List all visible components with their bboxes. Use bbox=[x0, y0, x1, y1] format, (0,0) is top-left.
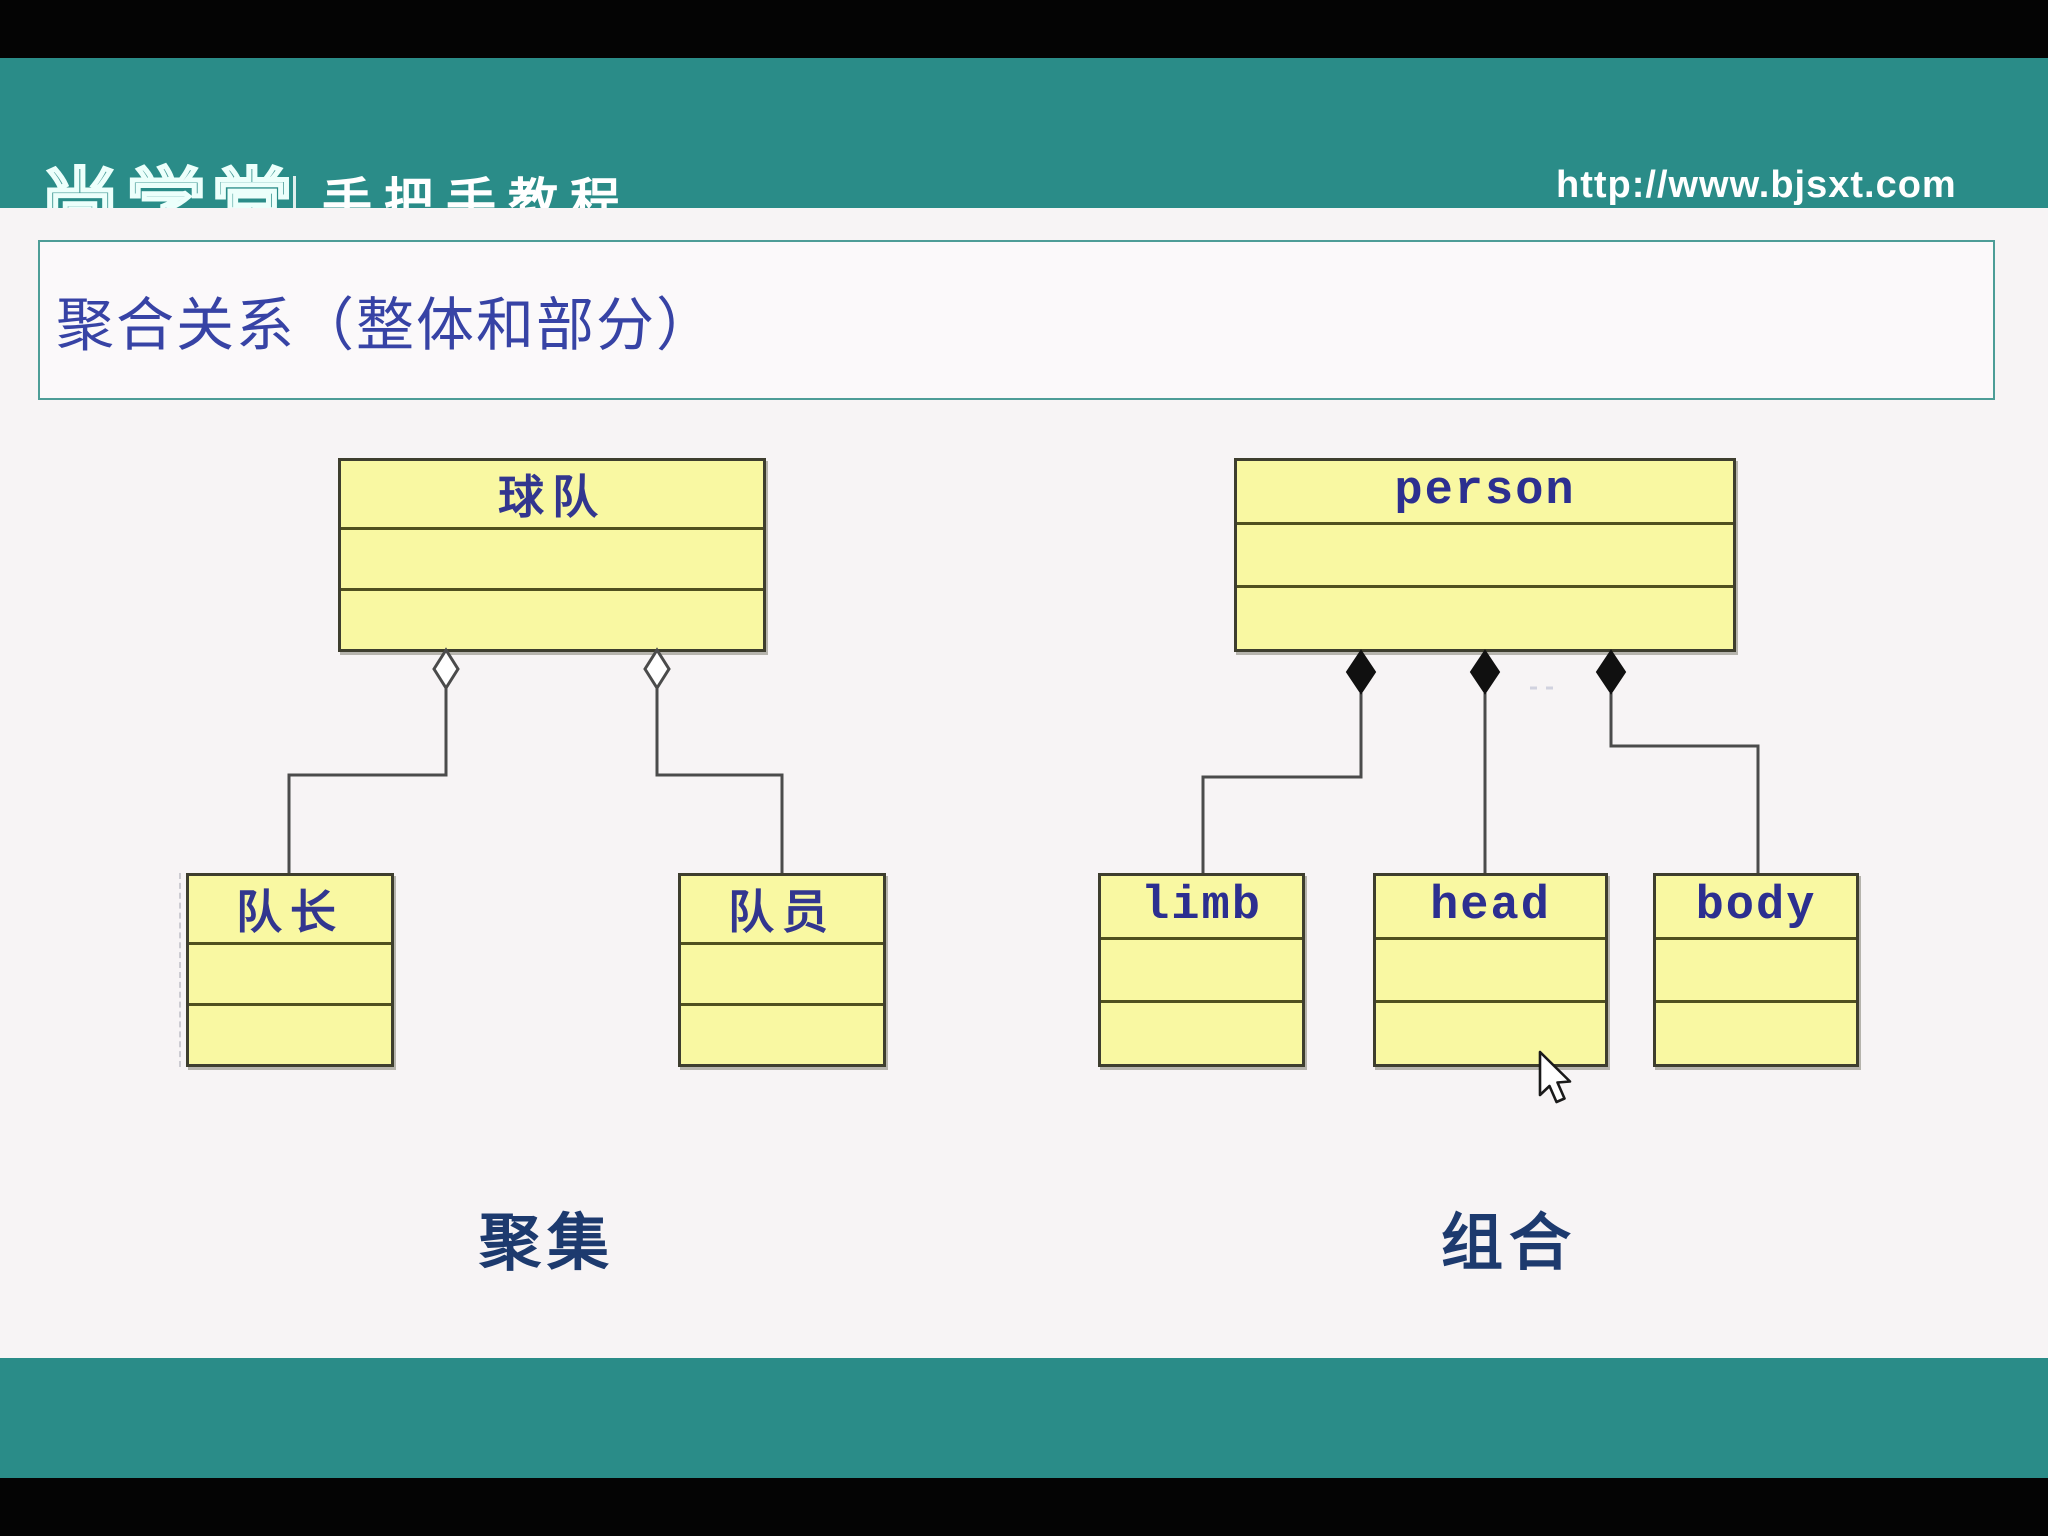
selection-artifact bbox=[179, 873, 181, 1067]
header-separator bbox=[293, 176, 296, 230]
attributes-compartment bbox=[189, 942, 391, 1003]
operations-compartment bbox=[681, 1003, 883, 1064]
operations-compartment bbox=[341, 588, 763, 649]
class-name-limb: limb bbox=[1141, 879, 1262, 933]
aggregation-caption: 聚集 bbox=[479, 1206, 616, 1279]
operations-compartment bbox=[1237, 585, 1733, 649]
operations-compartment bbox=[189, 1003, 391, 1064]
site-url-text: http://www.bjsxt.com bbox=[1556, 164, 1957, 206]
class-box-person: person bbox=[1234, 458, 1736, 652]
attributes-compartment bbox=[341, 527, 763, 588]
class-name-member: 队员 bbox=[728, 885, 836, 939]
class-box-team: 球队 bbox=[338, 458, 766, 652]
class-name-head: head bbox=[1430, 879, 1551, 933]
class-name-person: person bbox=[1394, 464, 1576, 518]
operations-compartment bbox=[1101, 1000, 1302, 1064]
class-box-limb: limb bbox=[1098, 873, 1305, 1067]
composition-caption: 组合 bbox=[1441, 1206, 1578, 1279]
attributes-compartment bbox=[681, 942, 883, 1003]
attributes-compartment bbox=[1376, 936, 1605, 1001]
class-name-captain: 队长 bbox=[236, 885, 344, 939]
class-name-team: 球队 bbox=[498, 470, 606, 524]
letterbox-top bbox=[0, 0, 2048, 58]
class-box-member: 队员 bbox=[678, 873, 886, 1067]
header-band: 尚学堂 手把手教程 http://www.bjsxt.com bbox=[0, 58, 2048, 254]
operations-compartment bbox=[1376, 1000, 1605, 1064]
letterbox-bottom bbox=[0, 1478, 2048, 1536]
attributes-compartment bbox=[1101, 936, 1302, 1001]
class-box-head: head bbox=[1373, 873, 1608, 1067]
slide-title: 聚合关系（整体和部分） bbox=[56, 291, 717, 359]
slide-title-box bbox=[38, 240, 1995, 400]
class-box-captain: 队长 bbox=[186, 873, 394, 1067]
attributes-compartment bbox=[1656, 936, 1856, 1001]
operations-compartment bbox=[1656, 1000, 1856, 1064]
footer-band: 版权所有： 尚学堂科技 bbox=[0, 1358, 2048, 1478]
class-box-body: body bbox=[1653, 873, 1859, 1067]
class-name-body: body bbox=[1695, 879, 1817, 933]
attributes-compartment bbox=[1237, 521, 1733, 586]
